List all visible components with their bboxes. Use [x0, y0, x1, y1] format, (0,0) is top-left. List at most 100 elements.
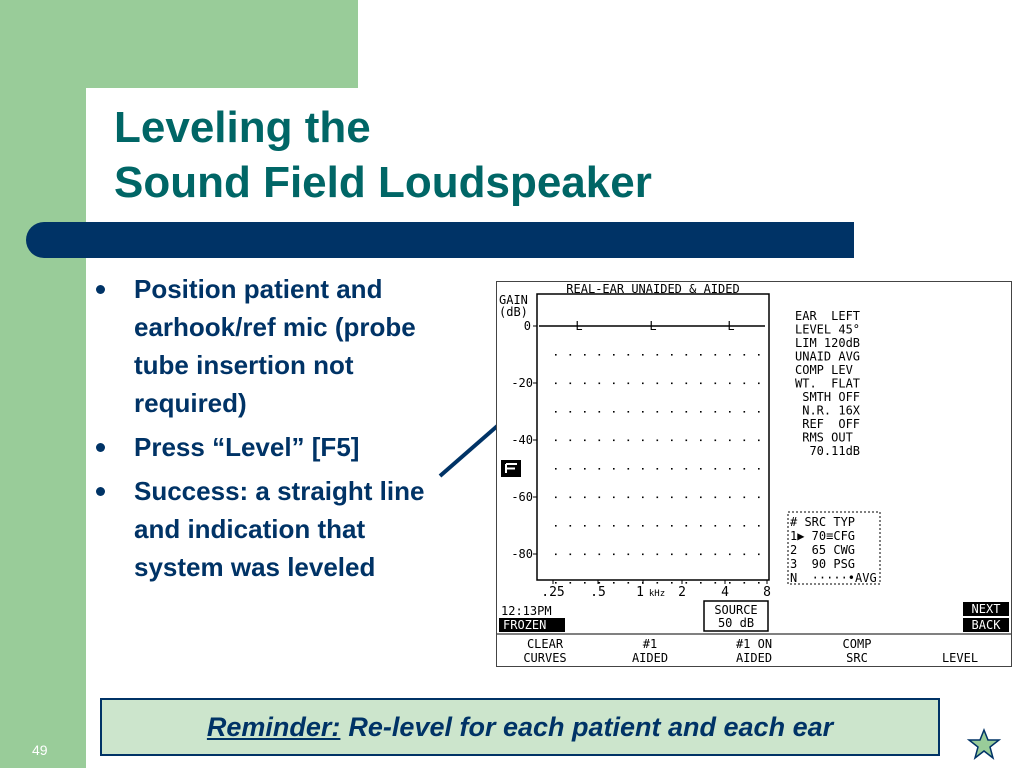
source-table-row: 3 90 PSG [790, 557, 855, 571]
grid-dot [685, 468, 688, 470]
grid-dot [729, 553, 731, 556]
grid-dot [642, 354, 644, 356]
grid-dot [584, 411, 586, 413]
grid-dot [685, 525, 688, 527]
grid-dot [569, 354, 572, 356]
menu-key-label[interactable]: AIDED [632, 651, 668, 665]
menu-key-label[interactable]: #1 ON [736, 637, 772, 651]
grid-dot [584, 582, 586, 584]
x-tick: .25 [541, 585, 564, 600]
grid-dot [700, 582, 702, 584]
grid-dot [569, 411, 572, 413]
grid-dot [613, 496, 615, 499]
grid-dot [656, 468, 659, 470]
grid-dot [700, 439, 702, 442]
grid-dot [613, 439, 615, 442]
grid-dot [714, 553, 717, 556]
grid-dot [758, 582, 760, 584]
grid-dot [758, 382, 760, 385]
y-tick: -80 [511, 547, 533, 561]
grid-dot [584, 553, 586, 556]
grid-dot [656, 525, 659, 527]
grid-dot [729, 382, 731, 385]
curve-marker: L [575, 319, 582, 333]
grid-dot [729, 354, 731, 356]
grid-dot [627, 439, 630, 442]
grid-dot [598, 354, 601, 356]
grid-dot [598, 468, 601, 470]
grid-dot [642, 525, 644, 527]
slide-title: Leveling the Sound Field Loudspeaker [114, 100, 652, 210]
source-box[interactable] [703, 600, 769, 632]
y-tick: -40 [511, 433, 533, 447]
menu-key-label[interactable]: LEVEL [942, 651, 978, 665]
bullet-dot-icon [96, 487, 105, 496]
grid-dot [584, 496, 586, 499]
grid-dot [743, 496, 746, 499]
menu-key-label[interactable]: CLEAR [527, 637, 564, 651]
grid-dot [627, 525, 630, 527]
menu-key-label[interactable]: #1 [643, 637, 657, 651]
grid-dot [613, 525, 615, 527]
y-tick: -20 [511, 376, 533, 390]
grid-dot [555, 411, 557, 413]
menu-key-label[interactable]: COMP [843, 637, 872, 651]
grid-dot [555, 553, 557, 556]
grid-dot [598, 439, 601, 442]
grid-dot [555, 382, 557, 385]
setting-line: REF OFF [795, 417, 860, 431]
grid-dot [729, 468, 731, 470]
source-box-label: SOURCE [714, 603, 757, 617]
analyzer-screen: GAIN (dB) 0 -20 -40 -60 -80 REAL-EAR UNA… [496, 281, 1012, 667]
grid-dot [671, 553, 673, 556]
bullet-item: Position patient and earhook/ref mic (pr… [96, 270, 456, 422]
grid-dot [584, 525, 586, 527]
grid-dot [671, 439, 673, 442]
grid-dot [743, 439, 746, 442]
grid-dot [569, 439, 572, 442]
grid-dot [685, 582, 688, 584]
bullet-item: Press “Level” [F5] [96, 428, 456, 466]
grid-dot [656, 354, 659, 356]
grid-dot [642, 468, 644, 470]
grid-dot [700, 553, 702, 556]
x-tick: 2 [678, 585, 686, 600]
menu-key-label[interactable]: AIDED [736, 651, 772, 665]
clock-time: 12:13PM [501, 604, 552, 618]
graph-title: REAL-EAR UNAIDED & AIDED [566, 282, 739, 296]
grid-dot [685, 553, 688, 556]
next-key[interactable] [963, 602, 1009, 616]
grid-dot [598, 411, 601, 413]
bullet-dot-icon [96, 285, 105, 294]
grid-dot [656, 496, 659, 499]
back-label: BACK [972, 618, 1002, 632]
grid-dot [671, 354, 673, 356]
grid-dot [656, 382, 659, 385]
star-icon[interactable] [966, 728, 1002, 760]
grid-dot [642, 382, 644, 385]
grid-dot [598, 525, 601, 527]
left-green-band [0, 0, 86, 768]
frozen-label: FROZEN [503, 618, 546, 632]
bullet-text: Success: a straight line and indication … [134, 476, 425, 582]
grid-dot [729, 496, 731, 499]
back-key[interactable] [963, 618, 1009, 632]
x-unit: kHz [649, 589, 665, 599]
grid-dot [758, 354, 760, 356]
grid-dot [729, 525, 731, 527]
grid-dot [613, 354, 615, 356]
grid-dot [700, 382, 702, 385]
grid-dot [714, 439, 717, 442]
grid-dot [700, 496, 702, 499]
grid-dot [671, 496, 673, 499]
grid-dot [555, 525, 557, 527]
source-box-value: 50 dB [718, 616, 754, 630]
grid-dot [714, 411, 717, 413]
bullet-list: Position patient and earhook/ref mic (pr… [96, 270, 456, 592]
grid-dot [671, 582, 673, 584]
reminder-box: Reminder: Re-level for each patient and … [100, 698, 940, 756]
menu-key-label[interactable]: CURVES [523, 651, 566, 665]
next-label: NEXT [972, 602, 1001, 616]
menu-key-label[interactable]: SRC [846, 651, 868, 665]
source-table-frame [787, 511, 881, 585]
